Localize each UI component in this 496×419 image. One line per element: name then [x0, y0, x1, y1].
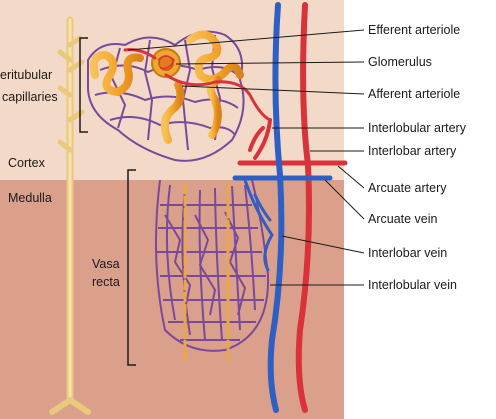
vasa-recta-label-line1: Vasa	[92, 257, 120, 271]
leader-lines	[127, 29, 365, 286]
interlobar-vein	[267, 2, 285, 413]
afferent-arteriole-label: Afferent arteriole	[368, 87, 460, 101]
leader-afferent-arteriole	[181, 85, 365, 95]
arcuate-artery-label: Arcuate artery	[368, 181, 447, 195]
efferent-arteriole	[123, 48, 157, 60]
efferent-arteriole-label: Efferent arteriole	[368, 23, 460, 37]
arcuate-vein-label: Arcuate vein	[368, 212, 438, 226]
interlobar-artery	[295, 2, 312, 413]
leader-glomerulus	[175, 61, 365, 65]
interlobar-vein-label: Interlobar vein	[368, 246, 447, 260]
cortex-label: Cortex	[8, 156, 46, 170]
interlobular-artery-label: Interlobular artery	[368, 121, 467, 135]
interlobular-artery	[248, 118, 272, 160]
medulla-label: Medulla	[8, 191, 52, 205]
interlobar-artery-label: Interlobar artery	[368, 144, 457, 158]
peritubular-capillaries-label-line2: capillaries	[2, 90, 58, 104]
collecting-duct	[49, 16, 91, 415]
interlobular-vein	[243, 178, 274, 272]
afferent-arteriole	[164, 73, 272, 122]
glomerulus	[151, 48, 181, 78]
glomerulus-label: Glomerulus	[368, 55, 432, 69]
leader-arcuate-artery	[337, 165, 365, 189]
interlobular-vein-label: Interlobular vein	[368, 278, 457, 292]
leader-arcuate-vein	[324, 179, 365, 220]
peritubular-bracket	[79, 37, 88, 133]
peritubular-capillaries-label-line1: eritubular	[0, 68, 52, 82]
medullary-loops	[164, 131, 230, 362]
leader-efferent-arteriole	[127, 29, 365, 51]
vasa-recta-bracket	[127, 169, 136, 366]
leader-interlobar-vein	[281, 235, 365, 254]
vasa-recta-label-line2: recta	[92, 275, 120, 289]
